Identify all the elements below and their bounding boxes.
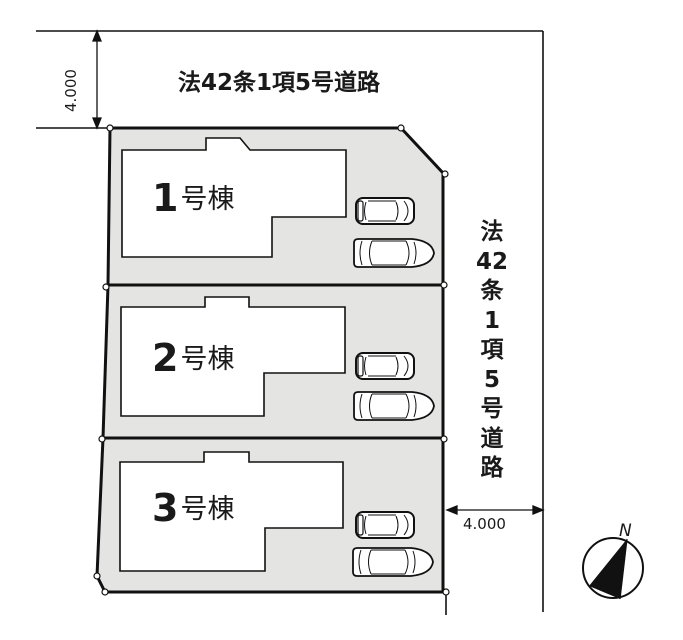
building-2-label: 2号棟 (152, 336, 234, 380)
car-icon (353, 391, 435, 421)
building-2-footprint (120, 296, 346, 417)
top-road-label: 法42条1項5号道路 (178, 70, 381, 96)
building-number: 3 (152, 486, 179, 530)
building-1-label: 1号棟 (152, 176, 234, 220)
car-icon (355, 352, 415, 380)
road-boundary-lines (36, 30, 544, 615)
building-number: 1 (152, 176, 179, 220)
right-dimension-arrow (445, 505, 545, 515)
top-road-width: 4.000 (62, 69, 80, 112)
right-road-width: 4.000 (463, 515, 506, 533)
right-road-char: 42 (475, 248, 508, 275)
north-arrow-icon (582, 537, 644, 600)
car-icon (355, 511, 415, 539)
building-3-label: 3号棟 (152, 486, 234, 530)
right-road-char: 号 (480, 396, 504, 422)
boundary-markers (93, 124, 450, 596)
right-road-char: 路 (480, 455, 504, 481)
car-icon (353, 238, 435, 268)
building-number: 2 (152, 336, 179, 380)
car-icon (355, 197, 415, 225)
north-label: N (619, 521, 632, 541)
right-road-char: 5 (483, 366, 500, 393)
building-1-footprint (121, 137, 347, 258)
right-road-char: 法 (480, 219, 504, 245)
building-suffix: 号棟 (180, 184, 235, 215)
car-icon (352, 547, 434, 577)
building-suffix: 号棟 (180, 344, 235, 375)
top-dimension-arrow (92, 29, 102, 130)
right-road-char: 条 (480, 278, 504, 304)
right-road-char: 項 (480, 337, 504, 363)
building-3-footprint (119, 451, 344, 572)
right-road-char: 道 (480, 425, 504, 452)
building-suffix: 号棟 (180, 494, 235, 525)
right-road-label: 法 42 条 1 項 5 号 道 路 (474, 218, 510, 484)
right-road-char: 1 (483, 307, 500, 334)
